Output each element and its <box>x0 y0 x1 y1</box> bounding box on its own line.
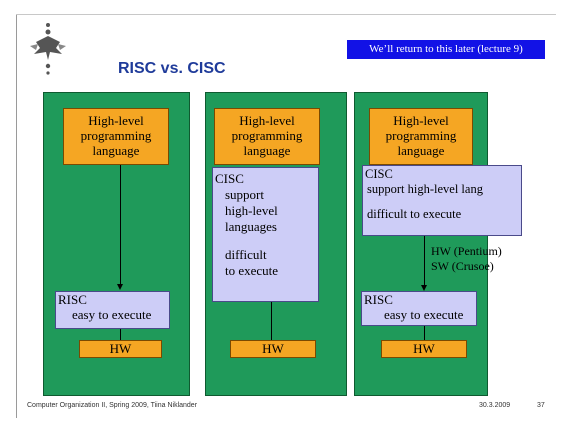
cisc-box: CISC support high-level lang difficult t… <box>362 165 522 236</box>
connector-line <box>424 326 425 340</box>
university-logo-icon <box>30 23 66 75</box>
high-level-language-box: High-level programming language <box>369 108 473 165</box>
arrow-head <box>117 284 123 290</box>
arrow-head <box>421 285 427 291</box>
hw-box: HW <box>381 340 467 358</box>
risc-box: RISC easy to execute <box>55 291 170 329</box>
connector-line <box>271 302 272 340</box>
risc-box: RISC easy to execute <box>361 291 477 326</box>
lecture-note-badge: We’ll return to this later (lecture 9) <box>347 40 545 59</box>
cisc-box: CISC support high-level languages diffic… <box>212 167 319 302</box>
arrow-line <box>120 165 121 285</box>
slide-title: RISC vs. CISC <box>118 60 226 77</box>
hw-box: HW <box>79 340 162 358</box>
page-number: 37 <box>537 402 545 409</box>
frame-line <box>16 14 556 15</box>
arrow-line <box>424 236 425 286</box>
hw-box: HW <box>230 340 316 358</box>
footer-course: Computer Organization II, Spring 2009, T… <box>27 402 198 409</box>
frame-line <box>16 14 17 418</box>
translation-label: HW (Pentium) SW (Crusoe) <box>431 244 502 273</box>
high-level-language-box: High-level programming language <box>63 108 169 165</box>
connector-line <box>120 329 121 340</box>
high-level-language-box: High-level programming language <box>214 108 320 165</box>
footer-date: 30.3.2009 <box>479 402 511 409</box>
